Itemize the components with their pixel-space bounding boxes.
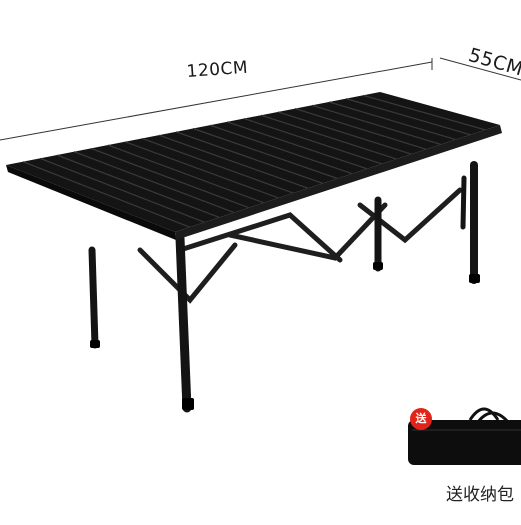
table-slat [175,131,323,184]
gift-badge: 送 [410,408,432,430]
table-slat [90,147,250,209]
width-dimension-line [439,57,521,81]
table-slat [56,154,220,218]
table-slat [124,141,279,199]
table-slat [311,104,442,146]
table-slat [294,108,427,150]
table-slat [107,144,264,204]
table-slat [192,127,338,180]
table-slat [277,111,412,155]
table-slat [345,98,471,136]
storage-bag-image [408,407,521,465]
table-slat [73,151,235,214]
table-slat [226,121,368,170]
table-slat [141,137,294,194]
table-slat [328,101,456,141]
length-dimension-line [0,58,433,141]
table-legs [88,161,478,413]
leg-feet [90,262,480,410]
table-slat [39,157,205,223]
table-slat [209,124,353,175]
table-slat [362,94,486,131]
table-slat [243,117,383,165]
table-slat [158,134,309,189]
tabletop [6,92,502,240]
storage-bag-caption: 送收纳包 [446,485,514,505]
table-slat [22,161,190,228]
length-label: 120CM [186,57,249,82]
table-slat [260,114,397,160]
